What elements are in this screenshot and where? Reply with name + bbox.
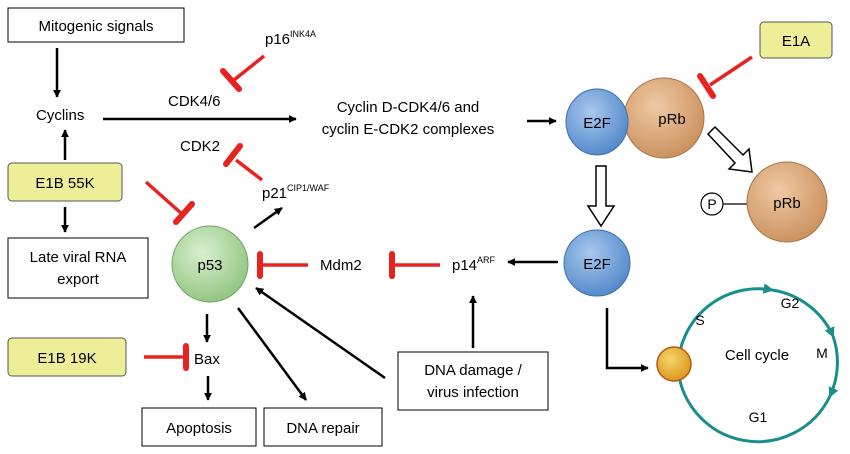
cdk2-label: CDK2 <box>180 138 220 155</box>
phosphorylated-prb: P pRb <box>700 161 828 243</box>
phosphate-node <box>700 192 724 216</box>
cell-cycle-arc-g1 <box>673 365 832 444</box>
mdm2-label: Mdm2 <box>320 257 362 274</box>
e1b19k-inhibits-bax <box>144 343 189 371</box>
apoptosis-box: Apoptosis <box>141 407 257 447</box>
prb-free-label: pRb <box>773 195 801 212</box>
p21-inhibits-cdk2 <box>223 143 264 182</box>
prb-free-node <box>746 161 828 243</box>
e2f-free-label: E2F <box>583 256 611 273</box>
e1b-55k-box: E1B 55K <box>7 162 123 202</box>
late-viral-rna-label-line2: export <box>57 271 100 288</box>
cyclins-label: Cyclins <box>36 107 84 124</box>
mitogenic-signals-box: Mitogenic signals <box>7 7 185 43</box>
p16-label: p16INK4A <box>265 29 316 48</box>
p14-label: p14ARF <box>452 255 496 274</box>
phosphate-label: P <box>707 196 716 212</box>
cdk46-label: CDK4/6 <box>168 93 221 110</box>
e1a-inhibits-prb <box>697 55 753 99</box>
e2f-release-hollow-arrow <box>586 165 616 228</box>
cell-cycle-arc-m <box>828 335 839 398</box>
e1b-55k-label: E1B 55K <box>35 175 94 192</box>
e1b-19k-box: E1B 19K <box>7 337 127 377</box>
p53-to-p21-arrow <box>253 206 283 230</box>
p14-inhibits-mdm2 <box>389 251 440 279</box>
p16-superscript: INK4A <box>290 29 316 39</box>
p53-label: p53 <box>197 257 222 274</box>
phase-s-label: S <box>695 312 704 328</box>
complexes-label-line2: cyclin E-CDK2 complexes <box>322 121 495 138</box>
p21-label: p21CIP1/WAF <box>262 183 330 202</box>
p21-superscript: CIP1/WAF <box>287 183 330 193</box>
dna-damage-label-line1: DNA damage / <box>424 362 522 379</box>
e1b-19k-label: E1B 19K <box>37 350 96 367</box>
apoptosis-label: Apoptosis <box>166 420 232 437</box>
p53-to-dna-repair-arrow <box>236 307 308 401</box>
cell-cycle-label: Cell cycle <box>725 347 789 364</box>
prb-bound-node: pRb <box>623 77 705 159</box>
e1b55k-inhibits-p53 <box>144 180 195 225</box>
cell-cycle-entry-node <box>656 346 692 382</box>
p53-node: p53 <box>171 225 249 303</box>
dna-damage-box: DNA damage / virus infection <box>397 351 549 411</box>
prb-phosphorylation-hollow-arrow <box>706 125 753 173</box>
p14-superscript: ARF <box>477 255 496 265</box>
e1a-label: E1A <box>782 33 810 50</box>
e2f-to-cell-cycle-arrow <box>605 308 649 373</box>
cell-cycle: Cell cycle S G2 M G1 <box>656 283 839 444</box>
complexes-label-line1: Cyclin D-CDK4/6 and <box>337 99 480 116</box>
e2f-bound-node: E2F <box>565 88 629 156</box>
mdm2-inhibits-p53 <box>257 251 308 279</box>
e2f-free-node: E2F <box>563 229 631 297</box>
bax-label: Bax <box>194 351 220 368</box>
mitogenic-signals-label: Mitogenic signals <box>38 18 153 35</box>
late-viral-rna-label-line1: Late viral RNA <box>30 249 127 266</box>
phase-g1-label: G1 <box>749 409 768 425</box>
late-viral-rna-export-box: Late viral RNA export <box>7 237 149 299</box>
prb-bound-label: pRb <box>658 111 686 128</box>
dna-repair-label: DNA repair <box>286 420 359 437</box>
dna-repair-box: DNA repair <box>263 407 383 447</box>
e1a-box: E1A <box>759 21 833 59</box>
p16-inhibits-cdk46 <box>220 54 266 92</box>
dna-damage-to-p53-arrow <box>255 286 386 380</box>
phase-g2-label: G2 <box>781 295 800 311</box>
cell-cycle-arc-g2 <box>771 288 835 338</box>
phase-m-label: M <box>816 345 828 361</box>
dna-damage-label-line2: virus infection <box>427 384 519 401</box>
e2f-bound-label: E2F <box>583 115 611 132</box>
